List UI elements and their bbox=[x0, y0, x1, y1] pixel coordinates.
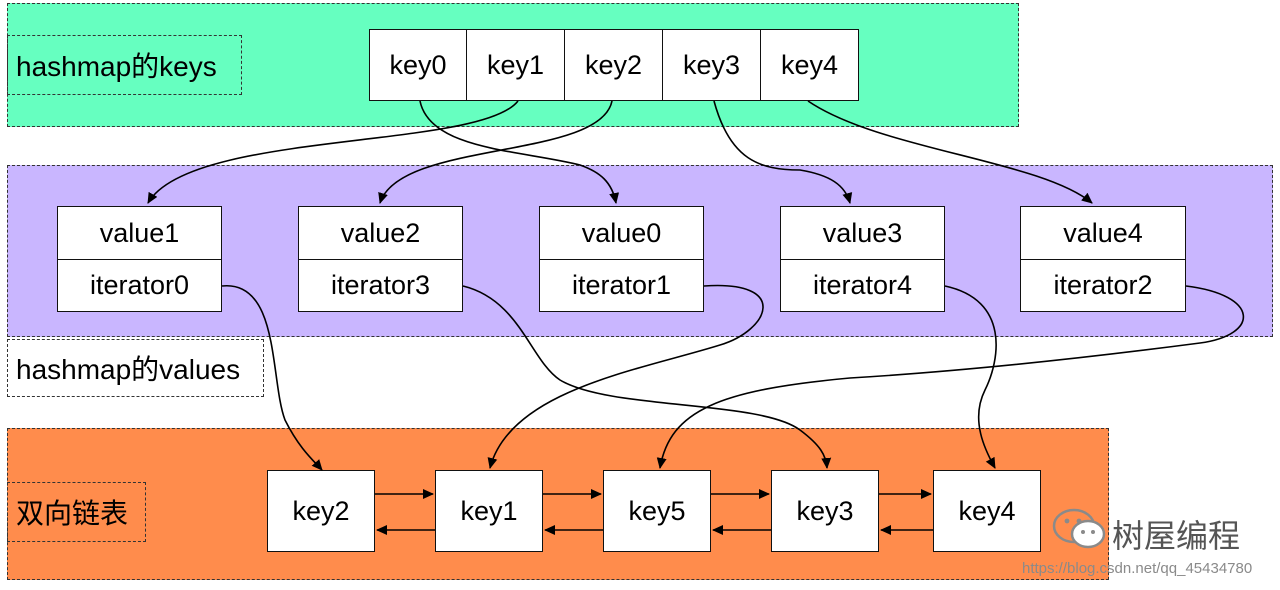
list-node-4: key4 bbox=[933, 470, 1041, 552]
value-cell-4: value4 bbox=[1020, 206, 1186, 260]
value-cell-1: value2 bbox=[298, 206, 463, 260]
key-cell-1: key1 bbox=[466, 29, 565, 101]
key-cell-0: key0 bbox=[369, 29, 467, 101]
watermark-url: https://blog.csdn.net/qq_45434780 bbox=[1022, 560, 1253, 577]
key1-to-value1-arrow bbox=[147, 100, 519, 204]
iterator-cell-4: iterator2 bbox=[1020, 259, 1186, 312]
key-cell-4: key4 bbox=[760, 29, 859, 101]
iterator-cell-0: iterator0 bbox=[57, 259, 222, 312]
keys-section-label: hashmap的keys bbox=[7, 35, 242, 95]
list-node-0: key2 bbox=[267, 470, 375, 552]
iterator-cell-2: iterator1 bbox=[539, 259, 704, 312]
list-section-label: 双向链表 bbox=[7, 482, 146, 542]
values-section-label: hashmap的values bbox=[7, 339, 264, 397]
list-region bbox=[7, 428, 1109, 580]
key4-to-value4-arrow bbox=[807, 100, 1093, 204]
value-cell-2: value0 bbox=[539, 206, 704, 260]
value-cell-3: value3 bbox=[780, 206, 945, 260]
iterator2-to-node-arrow bbox=[656, 285, 1245, 469]
watermark-name: 树屋编程 bbox=[1112, 517, 1241, 555]
key-cell-3: key3 bbox=[662, 29, 761, 101]
list-node-2: key5 bbox=[603, 470, 711, 552]
iterator-cell-1: iterator3 bbox=[298, 259, 463, 312]
iterator3-to-node-arrow bbox=[462, 285, 832, 469]
iterator-cell-3: iterator4 bbox=[780, 259, 945, 312]
list-node-3: key3 bbox=[771, 470, 879, 552]
key0-to-value0-arrow bbox=[419, 100, 620, 204]
key2-to-value2-arrow bbox=[378, 100, 613, 204]
list-node-1: key1 bbox=[435, 470, 543, 552]
wechat-icon bbox=[1052, 508, 1106, 549]
iterator0-to-node-arrow bbox=[221, 285, 323, 471]
value-cell-0: value1 bbox=[57, 206, 222, 260]
key3-to-value3-arrow bbox=[713, 100, 853, 204]
iterator1-to-node-arrow bbox=[487, 284, 764, 469]
key-cell-2: key2 bbox=[564, 29, 663, 101]
iterator4-to-node-arrow bbox=[944, 285, 997, 469]
